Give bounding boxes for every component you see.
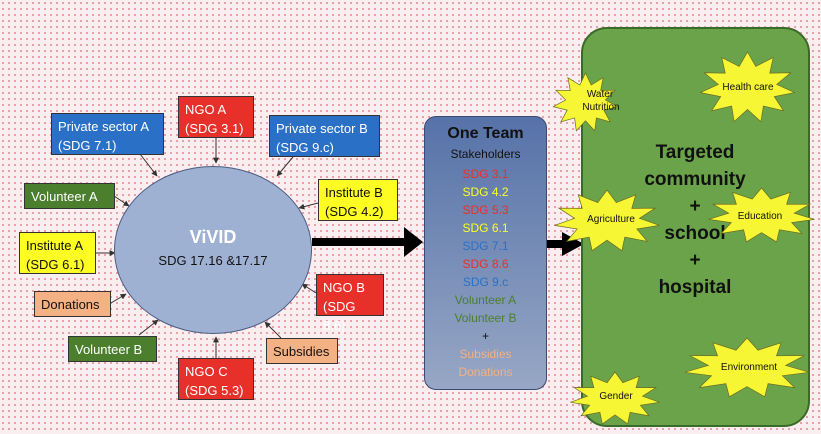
team-item: + xyxy=(481,329,489,343)
star-education-line1: Education xyxy=(738,211,782,222)
star-environment: Environment xyxy=(684,337,810,398)
node-institute-b-line1: Institute B xyxy=(325,185,383,200)
big-arrow-team-to-community xyxy=(547,232,584,256)
community-line: Targeted xyxy=(655,142,735,163)
node-volunteer-a-line1: Volunteer A xyxy=(31,189,98,204)
node-donations: Donations xyxy=(34,291,111,317)
arrow-private-b xyxy=(276,156,294,177)
node-ngo-b-line2: (SDG 8.6) xyxy=(323,299,356,333)
node-ngo-b-line1: NGO B xyxy=(323,280,365,295)
arrow-private-a xyxy=(139,153,158,177)
arrow-donations xyxy=(110,293,127,304)
team-subtitle: Stakeholders xyxy=(450,147,521,161)
star-education: Education xyxy=(708,187,815,243)
arrow-volunteer-b xyxy=(138,319,159,336)
star-water-nutrition: Water Nutrition xyxy=(552,72,620,132)
node-ngo-b: NGO B (SDG 8.6) xyxy=(316,274,384,333)
team-item: SDG 4.2 xyxy=(462,185,509,199)
node-subsidies: Subsidies xyxy=(266,338,338,364)
node-institute-a-line2: (SDG 6.1) xyxy=(26,257,85,272)
team-item: Donations xyxy=(458,365,513,379)
team-item: SDG 3.1 xyxy=(462,167,509,181)
arrow-volunteer-a xyxy=(113,195,130,207)
arrow-institute-b xyxy=(298,202,319,210)
node-ngo-a-line2: (SDG 3.1) xyxy=(185,121,244,136)
node-donations-line1: Donations xyxy=(41,297,100,312)
community-line: hospital xyxy=(658,277,732,298)
star-environment-line1: Environment xyxy=(721,362,777,373)
team-item: SDG 6.1 xyxy=(462,221,509,235)
node-institute-a: Institute A (SDG 6.1) xyxy=(19,232,96,274)
star-agriculture-line1: Agriculture xyxy=(587,214,635,225)
star-health-care: Health care xyxy=(699,51,796,123)
community-line: community xyxy=(644,169,746,190)
team-item: Subsidies xyxy=(459,347,512,361)
node-volunteer-a: Volunteer A xyxy=(24,183,115,209)
hub-subtitle: SDG 17.16 &17.17 xyxy=(158,253,268,268)
team-item: Volunteer B xyxy=(454,311,517,325)
community-line: + xyxy=(689,196,701,217)
node-institute-a-line1: Institute A xyxy=(26,238,84,253)
node-ngo-c-line2: (SDG 5.3) xyxy=(185,383,244,398)
star-water-line1: Water xyxy=(587,89,614,100)
star-gender: Gender xyxy=(570,371,660,425)
community-line: school xyxy=(664,223,726,244)
node-volunteer-b-line1: Volunteer B xyxy=(75,342,143,357)
team-item: SDG 7.1 xyxy=(462,239,509,253)
node-private-sector-a: Private sector A (SDG 7.1) xyxy=(51,113,164,155)
node-private-b-line1: Private sector B xyxy=(276,121,368,136)
star-gender-line1: Gender xyxy=(599,391,633,402)
node-private-b-line2: (SDG 9.c) xyxy=(276,140,334,155)
team-item: SDG 8.6 xyxy=(462,257,509,271)
node-ngo-a: NGO A (SDG 3.1) xyxy=(178,96,254,138)
team-title: One Team xyxy=(447,125,524,142)
team-item: Volunteer A xyxy=(454,293,517,307)
star-agriculture: Agriculture xyxy=(554,189,660,252)
big-arrow-hub-to-team xyxy=(312,227,423,257)
star-water-line2: Nutrition xyxy=(582,102,619,113)
team-item: SDG 9.c xyxy=(462,275,509,289)
star-health-line1: Health care xyxy=(722,82,774,93)
node-ngo-a-line1: NGO A xyxy=(185,102,227,117)
node-private-a-line2: (SDG 7.1) xyxy=(58,138,117,153)
node-institute-b-line2: (SDG 4.2) xyxy=(325,204,384,219)
node-ngo-c: NGO C (SDG 5.3) xyxy=(178,358,254,400)
arrow-ngo-b xyxy=(301,283,317,294)
arrow-subsidies xyxy=(264,321,282,339)
node-ngo-c-line1: NGO C xyxy=(185,364,228,379)
node-subsidies-line1: Subsidies xyxy=(273,344,330,359)
node-private-sector-b: Private sector B (SDG 9.c) xyxy=(269,115,380,157)
node-private-a-line1: Private sector A xyxy=(58,119,150,134)
team-item: SDG 5.3 xyxy=(462,203,509,217)
community-line: + xyxy=(689,250,701,271)
hub-title: ViVID xyxy=(189,227,237,247)
node-volunteer-b: Volunteer B xyxy=(68,336,157,362)
vivid-hub-circle: ViVID SDG 17.16 &17.17 xyxy=(114,166,312,334)
node-institute-b: Institute B (SDG 4.2) xyxy=(318,179,398,221)
community-title: Targeted community + school + hospital xyxy=(632,139,758,301)
